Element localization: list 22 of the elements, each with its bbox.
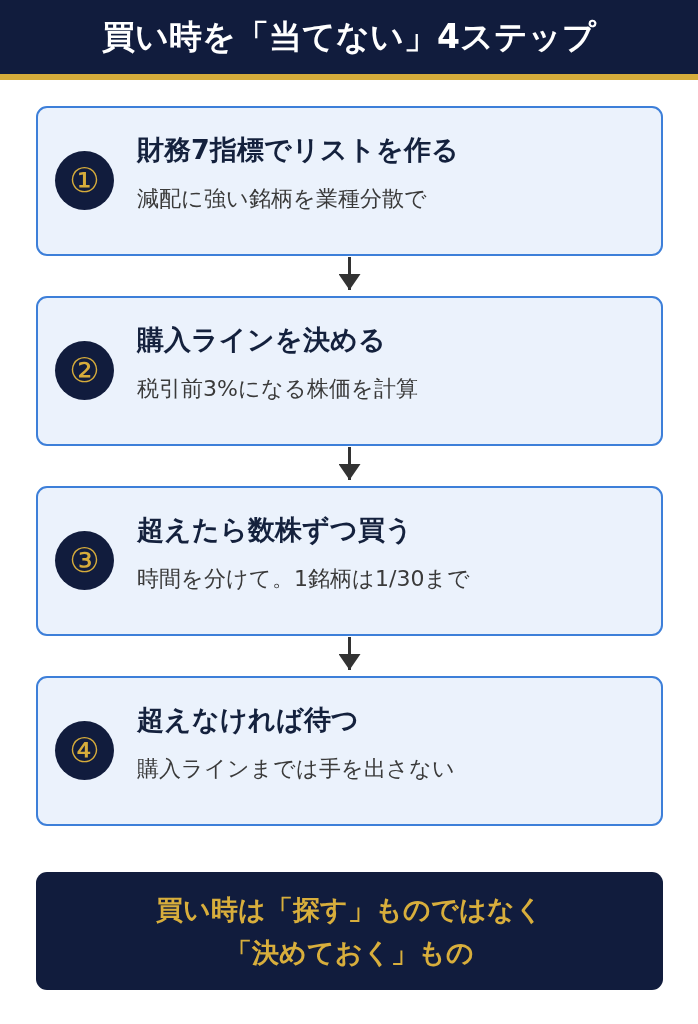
- step-number: ②: [55, 341, 114, 400]
- step-number: ①: [55, 151, 114, 210]
- summary-text: 買い時は「探す」ものではなく「決めておく」もの: [155, 893, 544, 970]
- step-description: 購入ラインまでは手を出さない: [137, 755, 455, 783]
- step-box: [36, 676, 663, 826]
- step-box: [36, 106, 663, 256]
- step-box: [36, 486, 663, 636]
- arrow: [338, 257, 361, 290]
- step-box: [36, 296, 663, 446]
- step-number: ④: [55, 721, 114, 780]
- step-heading: 超えなければ待つ: [137, 704, 359, 736]
- arrow: [338, 447, 361, 480]
- step-description: 税引前3%になる株価を計算: [137, 375, 418, 403]
- step-heading: 財務7指標でリストを作る: [137, 134, 459, 166]
- step-heading: 購入ラインを決める: [137, 324, 386, 356]
- step-heading: 超えたら数株ずつ買う: [137, 514, 413, 546]
- summary-banner: [36, 872, 663, 990]
- step-description: 時間を分けて。1銘柄は1/30まで: [137, 565, 471, 593]
- title: 買い時を「当てない」4ステップ: [102, 17, 596, 57]
- step-description: 減配に強い銘柄を業種分散で: [137, 185, 427, 213]
- arrow: [338, 637, 361, 670]
- step-number: ③: [55, 531, 114, 590]
